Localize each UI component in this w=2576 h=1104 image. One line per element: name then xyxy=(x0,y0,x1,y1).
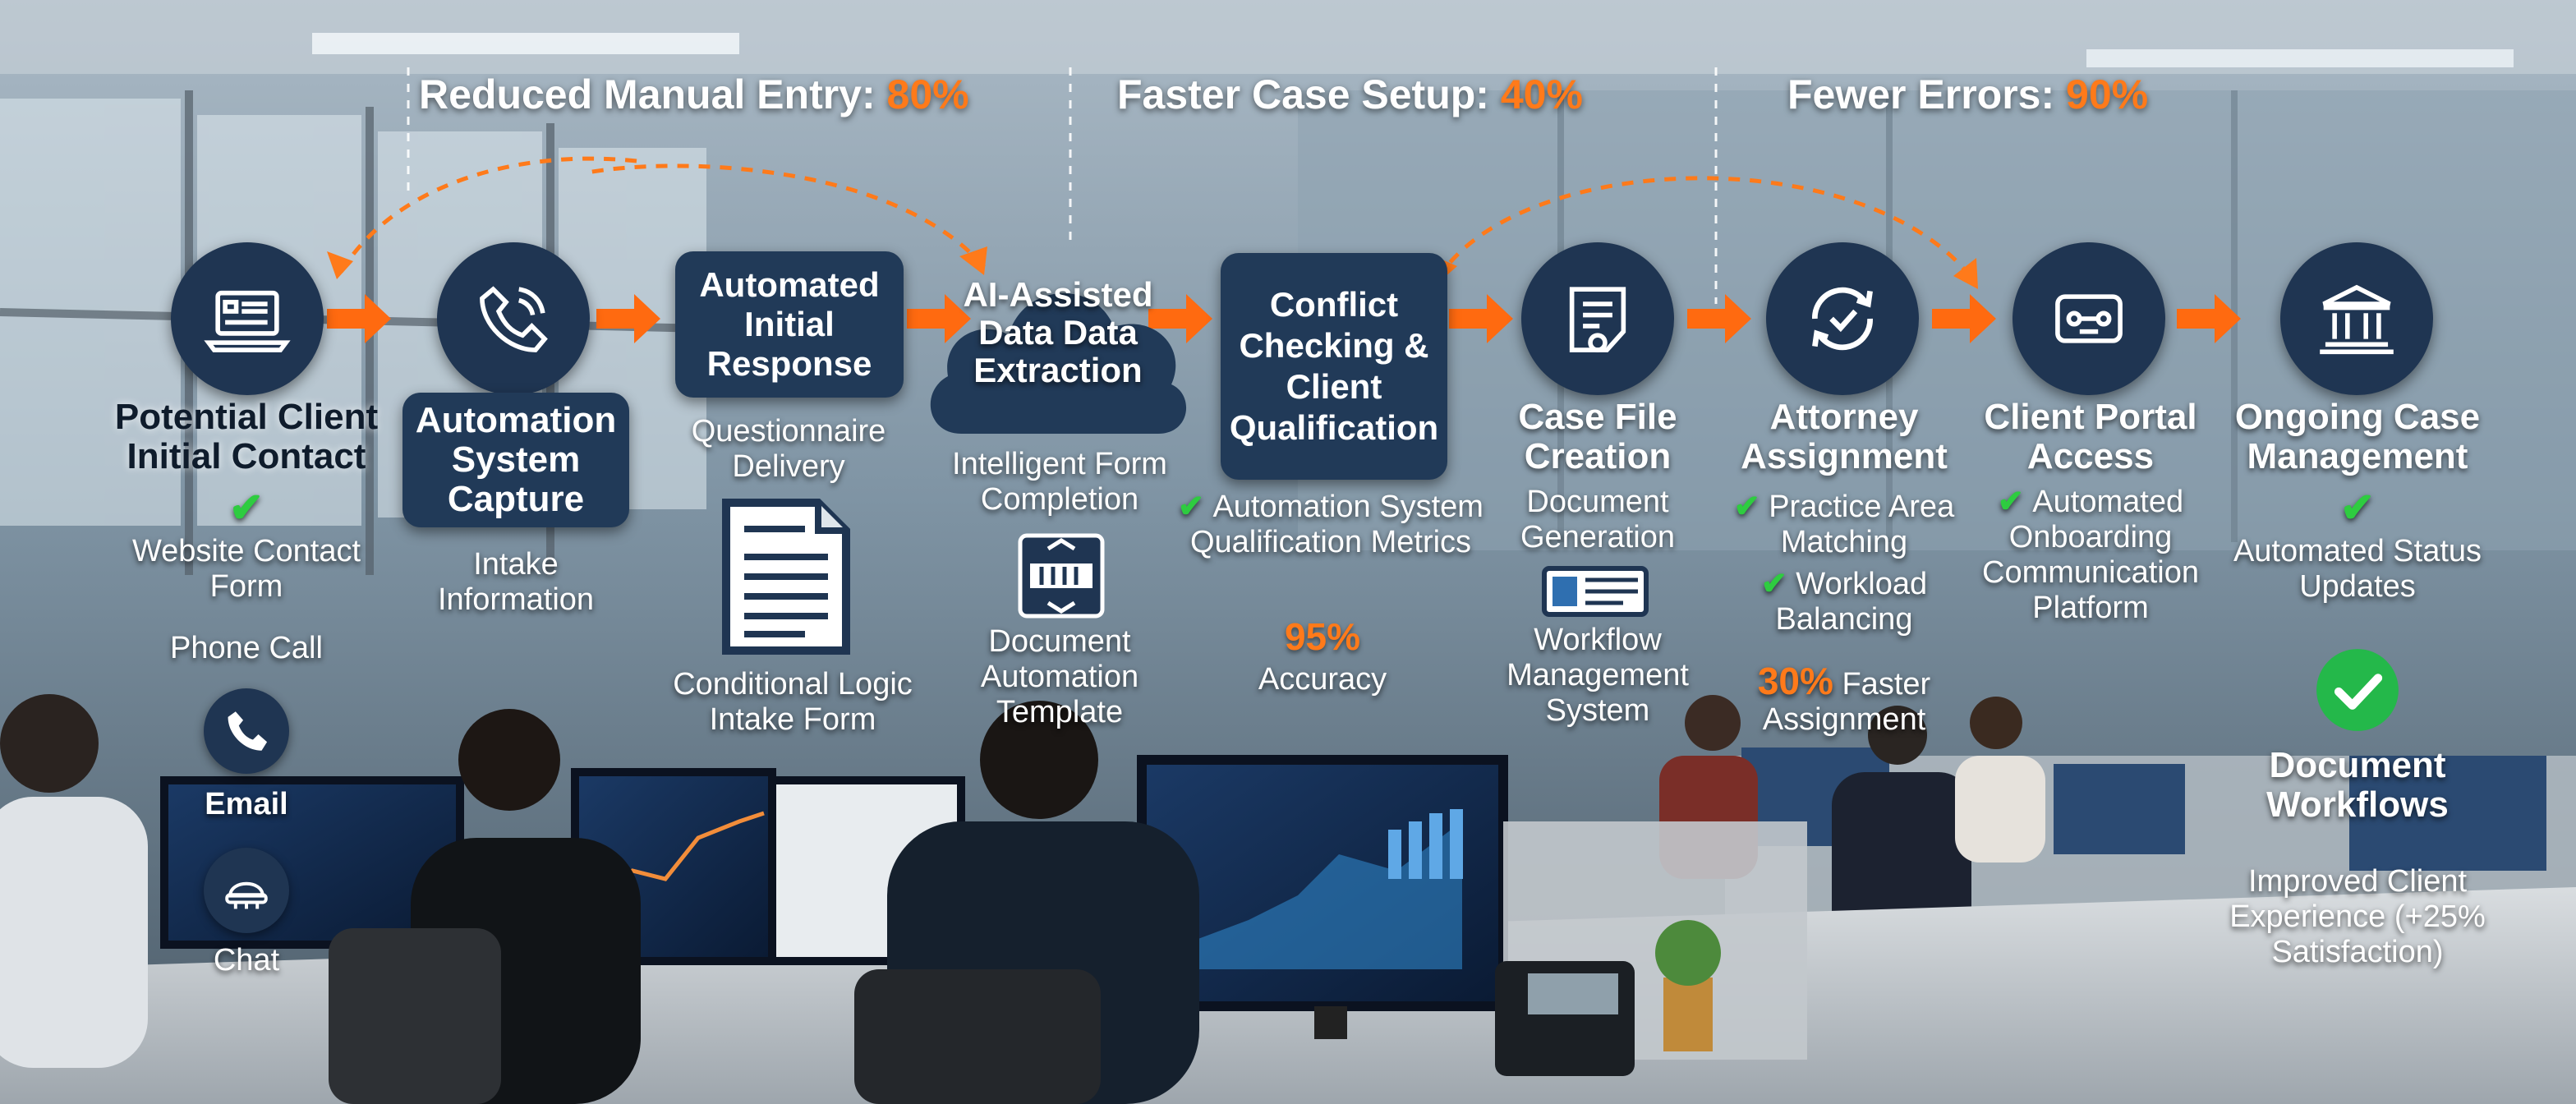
metric-label: Faster Case Setup: xyxy=(1117,71,1489,117)
case-file-icon xyxy=(1569,287,1626,352)
check-circle-icon xyxy=(2316,649,2399,731)
portal-icon xyxy=(2055,294,2123,343)
metric-value: 90% xyxy=(2066,71,2149,117)
metric-label: Reduced Manual Entry: xyxy=(419,71,876,117)
flow-arrow xyxy=(1687,294,1751,343)
check-mark: ✔ xyxy=(2340,485,2375,531)
courthouse-icon xyxy=(2320,284,2394,355)
template-icon xyxy=(1018,533,1105,619)
step-1-node xyxy=(171,242,324,395)
step-4-sub-intelligent: Intelligent Form Completion xyxy=(952,447,1167,517)
flow-arrow xyxy=(1148,294,1212,343)
step-1-sub-chat: Chat xyxy=(213,943,280,978)
step-5-sub-qualification: Automation System Qualification Metrics xyxy=(1166,490,1495,560)
step-7-sub-practice: Practice Area Matching xyxy=(1717,490,1971,560)
step-9-sub-experience: Improved Client Experience (+25% Satisfa… xyxy=(2229,864,2486,969)
document-icon xyxy=(722,499,850,655)
step-9-node xyxy=(2280,242,2433,395)
phone-icon xyxy=(480,286,548,352)
step-9-title: Ongoing Case Management xyxy=(2234,397,2481,476)
step-6-sub-workflow: Workflow Management System xyxy=(1506,623,1689,728)
step-4-sub-template: Document Automation Template xyxy=(980,624,1139,729)
step-3-title: Automated Initial Response xyxy=(699,265,880,383)
step-2-sub-intake: Intake Information xyxy=(437,547,595,617)
check-mark: ✔ xyxy=(229,485,264,531)
flow-arrow xyxy=(1932,294,1996,343)
step-5-box: Conflict Checking & Client Qualification xyxy=(1221,253,1447,480)
step-7-node xyxy=(1766,242,1919,395)
step-6-node xyxy=(1521,242,1674,395)
step-9-sub-status: Automated Status Updates xyxy=(2233,534,2482,604)
step-7-faster-value: 30% xyxy=(1757,660,1833,702)
step-9-sub-docworkflows: Document Workflows xyxy=(2266,745,2449,825)
email-channel-node xyxy=(204,688,289,774)
metric-value: 80% xyxy=(886,71,969,117)
step-5-accuracy-label: Accuracy xyxy=(1258,662,1387,697)
refresh-check-icon xyxy=(1812,287,1873,351)
metric-label: Fewer Errors: xyxy=(1787,71,2055,117)
step-2-title: Automation System Capture xyxy=(415,400,617,519)
step-7-sub-workload: Workload Balancing xyxy=(1717,567,1971,637)
step-7-title: Attorney Assignment xyxy=(1741,397,1948,476)
laptop-form-icon xyxy=(204,290,291,352)
step-3-box: Automated Initial Response xyxy=(675,251,904,398)
step-8-sub-onboarding: Automated Onboarding Communication Platf… xyxy=(1963,485,2218,626)
step-1-sub-email: Email xyxy=(205,787,288,821)
flow-arrow xyxy=(596,294,660,343)
step-8-title: Client Portal Access xyxy=(1984,397,2197,476)
step-3-sub-questionnaire: Questionnaire Delivery xyxy=(691,414,886,484)
step-7-faster-label: Faster Assignment xyxy=(1762,667,1931,737)
flow-arrow xyxy=(327,294,391,343)
metric-faster-case-setup: Faster Case Setup: 40% xyxy=(1117,71,1583,118)
step-2-box: Automation System Capture xyxy=(402,393,629,527)
flow-arrow xyxy=(907,294,971,343)
step-7-faster-assignment: 30% Faster Assignment xyxy=(1709,662,1980,738)
step-1-title: Potential Client Initial Contact xyxy=(114,397,379,476)
step-5-title: Conflict Checking & Client Qualification xyxy=(1229,285,1439,447)
cloud-icon xyxy=(930,293,1187,434)
step-6-sub-docgen: Document Generation xyxy=(1520,485,1675,554)
chat-channel-node xyxy=(204,848,289,933)
flow-arrow xyxy=(1449,294,1513,343)
metric-fewer-errors: Fewer Errors: 90% xyxy=(1787,71,2148,118)
metric-reduced-manual-entry: Reduced Manual Entry: 80% xyxy=(419,71,969,118)
phone-icon xyxy=(228,711,268,751)
metric-value: 40% xyxy=(1500,71,1583,117)
step-1-sub-phone: Phone Call xyxy=(170,631,323,665)
step-5-accuracy-value: 95% xyxy=(1284,615,1361,658)
chat-bot-icon xyxy=(225,881,268,909)
step-6-title: Case File Creation xyxy=(1518,397,1677,476)
flow-arrow xyxy=(2177,294,2241,343)
step-1-sub-website: Website Contact Form xyxy=(131,534,361,604)
step-8-node xyxy=(2012,242,2165,395)
step-4-title: AI-Assisted Data Data Extraction xyxy=(963,275,1153,389)
step-2-node xyxy=(437,242,590,395)
workflow-icon xyxy=(1542,566,1649,617)
step-3-sub-conditional: Conditional Logic Intake Form xyxy=(673,667,913,737)
